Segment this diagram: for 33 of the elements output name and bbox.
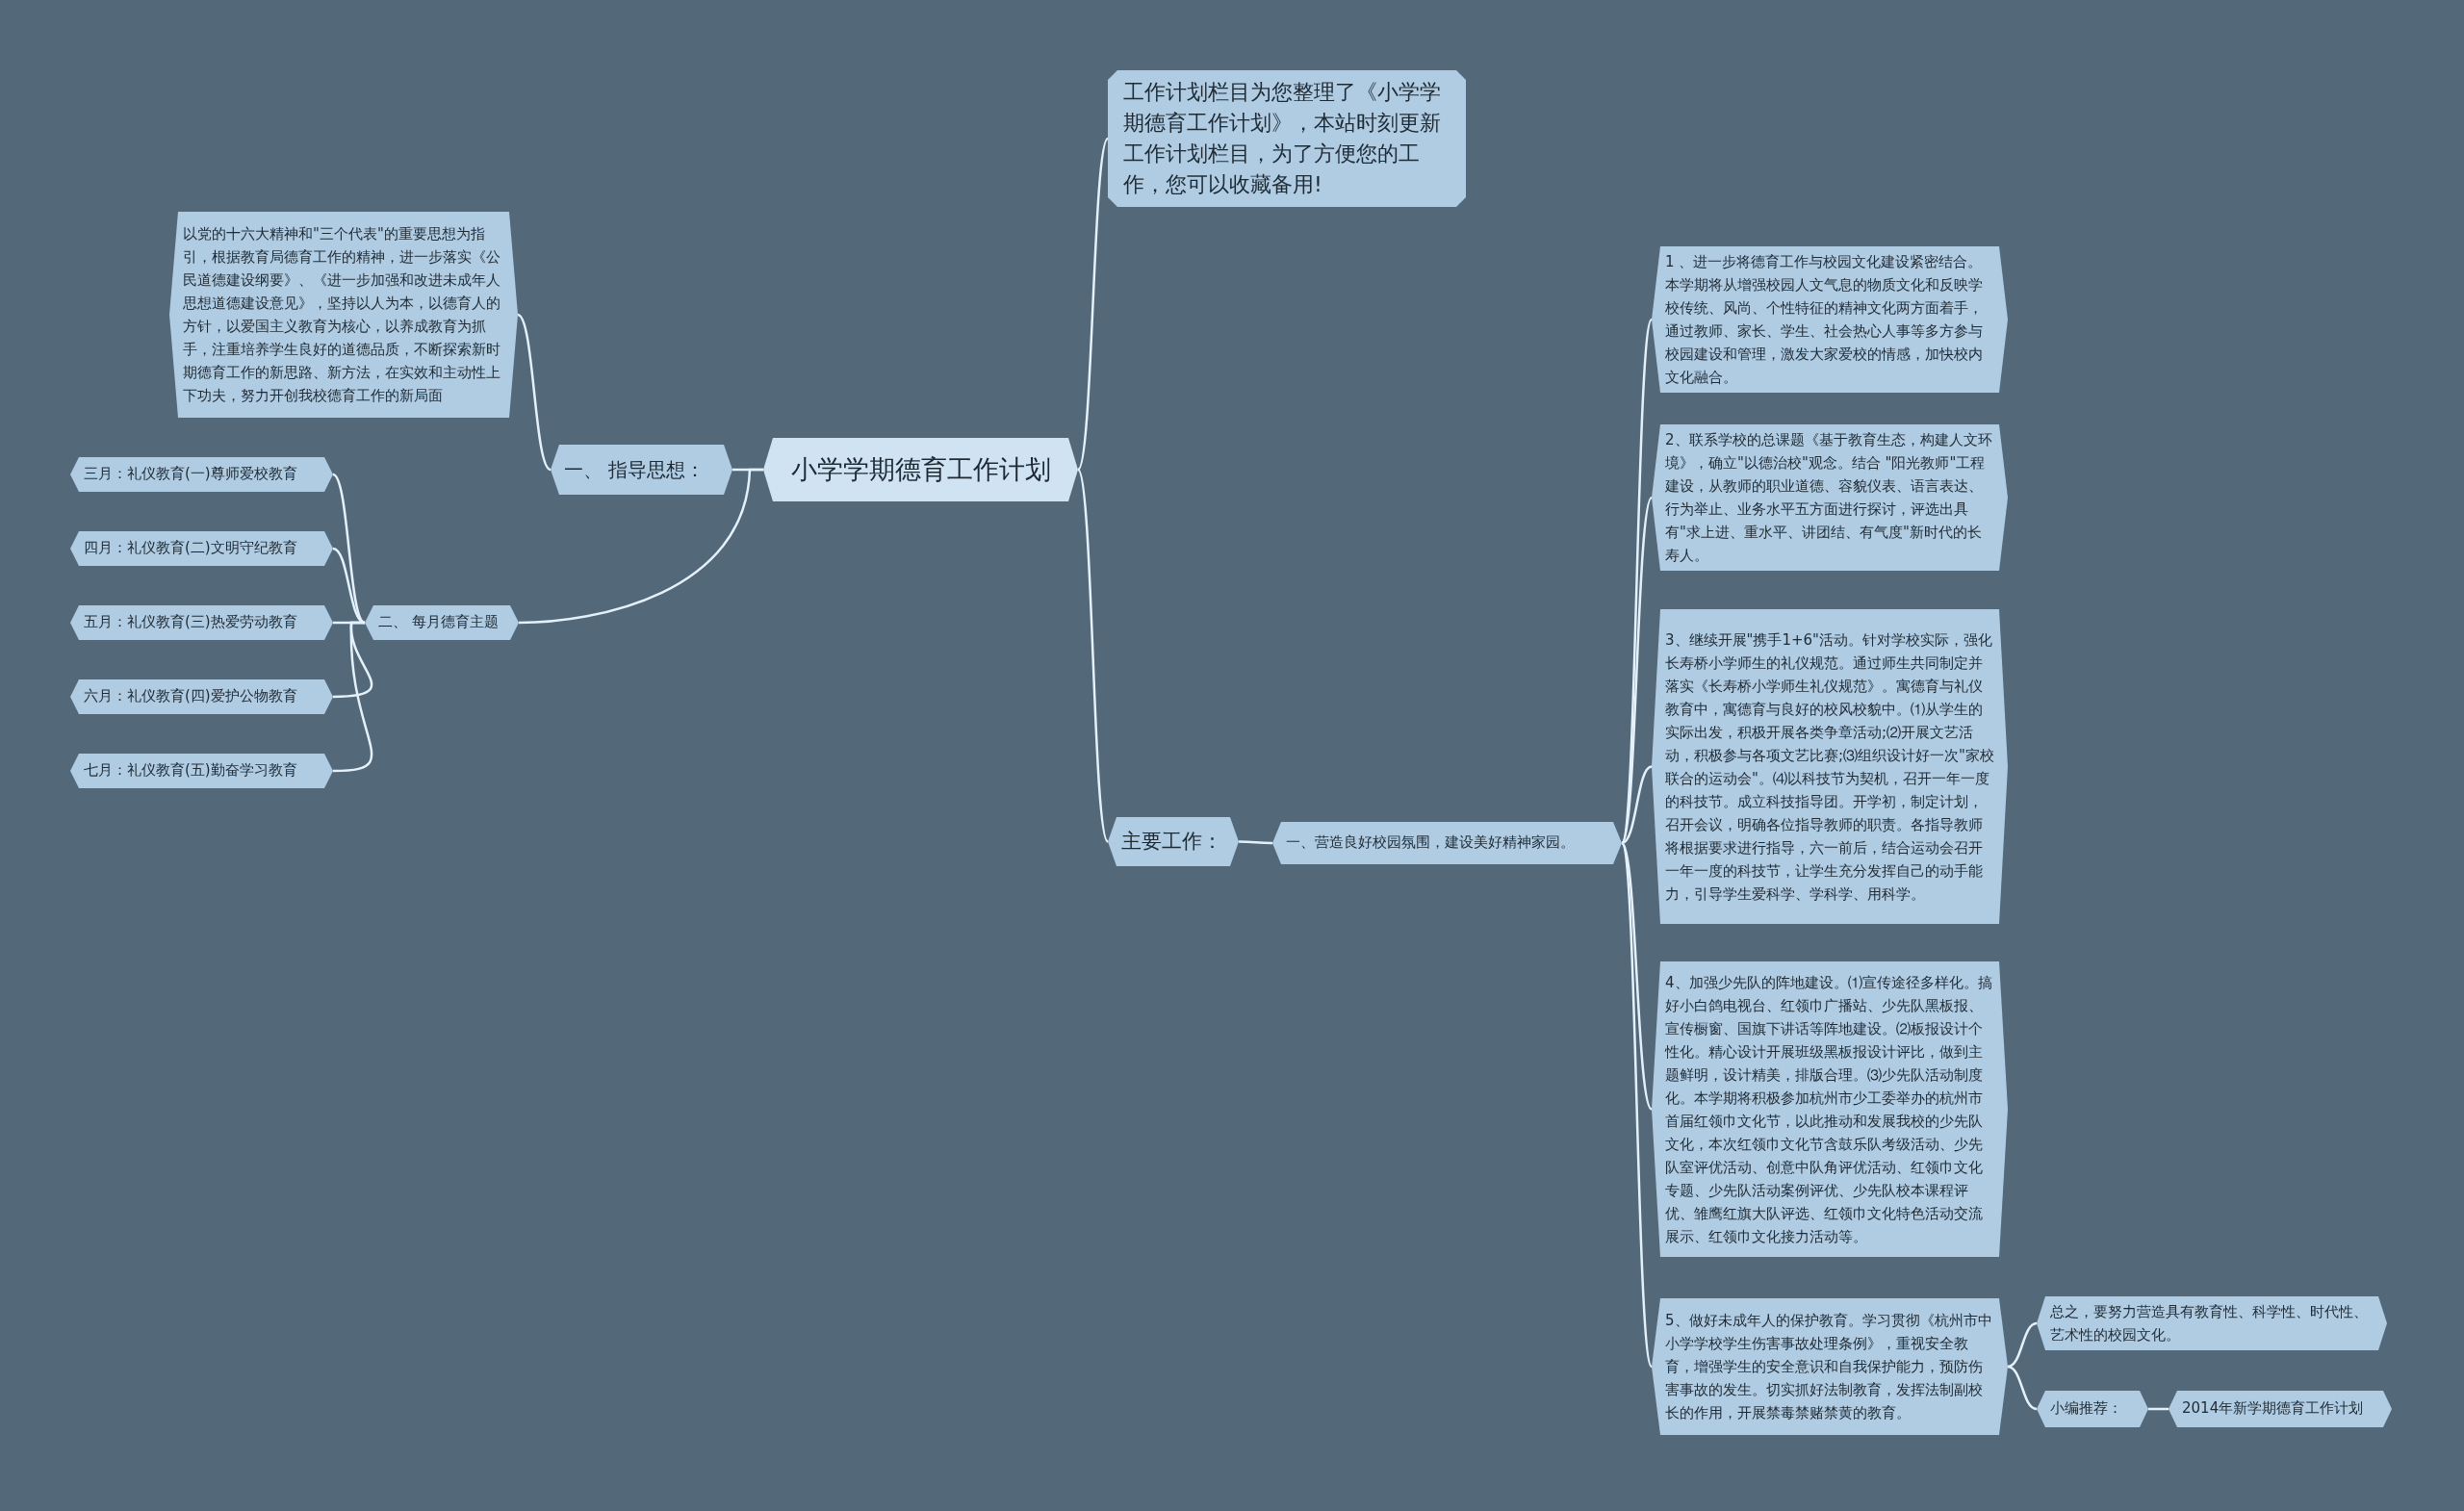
connector-line bbox=[1621, 765, 1653, 845]
topic-text: 1 、进一步将德育工作与校园文化建设紧密结合。本学期将从增强校园人文气息的物质文化和反映学校传统、风尚、个性特征的精神文化两方面着手，通过教师、家长、学生、社会热心人事等多方参与校园建设和管理，激发大家爱校的情感，加快校内文化融合。 bbox=[1665, 252, 1984, 388]
connector-line bbox=[517, 314, 552, 471]
topic-text: 4、加强少先队的阵地建设。⑴宣传途径多样化。搞好小白鸽电视台、红领巾广播站、少先队黑板报、宣传橱窗、国旗下讲话等阵地建设。⑵板报设计个性化。精心设计开展班级黑板报设计评比，做到主题鲜明，设计精美，排版合理。⑶少先队活动制度化。本学期将积极参加杭州市少工委举办的杭州市首届红领巾文化节，以此推动和发展我校的少先队文化，本次红领巾文化节含鼓乐队考级活动、少先队室评优活动、创意中队角评优活动、红领巾文化专题、少先队活动案例评优、少先队校本课程评优、雏鹰红旗大队评选、红领巾文化特色活动交流展示、红领巾文化接力活动等。 bbox=[1665, 972, 1993, 1247]
topic-text: 以党的十六大精神和"三个代表"的重要思想为指引，根据教育局德育工作的精神，进一步落实《公民道德建设纲要》、《进一步加强和改进未成年人思想道德建设意见》，坚持以人为本，以德育人的方针，以爱国主义教育为核心，以养成教育为抓手，注重培养学生良好的道德品质，不断探索新时期德育工作的新思路、新方法，在实效和主动性上下功夫，努力开创我校德育工作的新局面 bbox=[183, 224, 501, 406]
topic-text: 三月：礼仪教育(一)尊师爱校教育 bbox=[84, 464, 298, 485]
branch-topic bbox=[1108, 817, 1239, 866]
topic-text: 2014年新学期德育工作计划 bbox=[2182, 1398, 2365, 1420]
topic-text: 小学学期德育工作计划 bbox=[789, 453, 1052, 487]
topic-text: 5、做好未成年人的保护教育。学习贯彻《杭州市中小学学校学生伤害事故处理条例》，重视安全教育，增强学生的安全意识和自我保护能力，预防伤害事故的发生。切实抓好法制教育，发挥法制副校长的作用，开展禁毒禁赌禁黄的教育。 bbox=[1665, 1311, 1993, 1423]
topic-text: 总之，要努力营造具有教育性、科学性、时代性、艺术性的校园文化。 bbox=[2050, 1302, 2369, 1345]
topic-text: 二、 每月德育主题 bbox=[378, 612, 500, 633]
topic-text: 四月：礼仪教育(二)文明守纪教育 bbox=[84, 538, 298, 559]
topic-text: 3、继续开展"携手1+6"活动。针对学校实际，强化长寿桥小学师生的礼仪规范。通过师生共同制定并落实《长寿桥小学师生礼仪规范》。寓德育与礼仪教育中，寓德育与良好的校风校貌中。⑴从学生的实际出发，积极开展各类争章活动;⑵开展文艺活动，积极参与各项文艺比赛;⑶组织设计好一次"家校联合的运动会"。⑷以科技节为契机，召开一年一度的科技节。成立科技指导团。开学初，制定计划，召开会议，明确各位指导教师的职责。各指导教师将根据要求进行指导，六一前后，结合运动会召开一年一度的科技节，让学生充分发挥自己的动手能力，引导学生爱科学、学科学、用科学。 bbox=[1665, 629, 1994, 905]
topic-text: 七月：礼仪教育(五)勤奋学习教育 bbox=[84, 760, 298, 781]
note-box bbox=[1108, 70, 1466, 207]
connector-line bbox=[332, 474, 366, 624]
connector-line bbox=[518, 468, 763, 625]
topic-text: 一、 指导思想： bbox=[564, 456, 706, 483]
connector-line bbox=[2148, 1407, 2169, 1411]
connector-line bbox=[332, 547, 366, 625]
topic-text: 小编推荐： bbox=[2050, 1398, 2123, 1420]
topic-text: 2、联系学校的总课题《基于教育生态，构建人文环境》，确立"以德治校"观念。结合 "阳光教师"工程建设，从教师的职业道德、容貌仪表、语言表达、行为举止、业务水平五方面进行探讨，评选出具有"求上进、重水平、讲团结、有气度"新时代的长寿人。 bbox=[1665, 430, 1993, 566]
topic-text: 一、营造良好校园氛围，建设美好精神家园。 bbox=[1286, 832, 1576, 854]
topic-text: 六月：礼仪教育(四)爱护公物教育 bbox=[84, 686, 298, 707]
topic-text: 工作计划栏目为您整理了《小学学期德育工作计划》，本站时刻更新工作计划栏目，为了方便您的工作，您可以收藏备用! bbox=[1123, 79, 1442, 198]
connector-line bbox=[2007, 1365, 2038, 1411]
topic-text: 主要工作： bbox=[1121, 829, 1223, 856]
connector-line bbox=[2007, 1321, 2038, 1369]
connector-line bbox=[1239, 840, 1272, 845]
topic-box bbox=[1272, 822, 1622, 864]
topic-text: 五月：礼仪教育(三)热爱劳动教育 bbox=[84, 612, 298, 633]
connector-line bbox=[332, 621, 373, 773]
